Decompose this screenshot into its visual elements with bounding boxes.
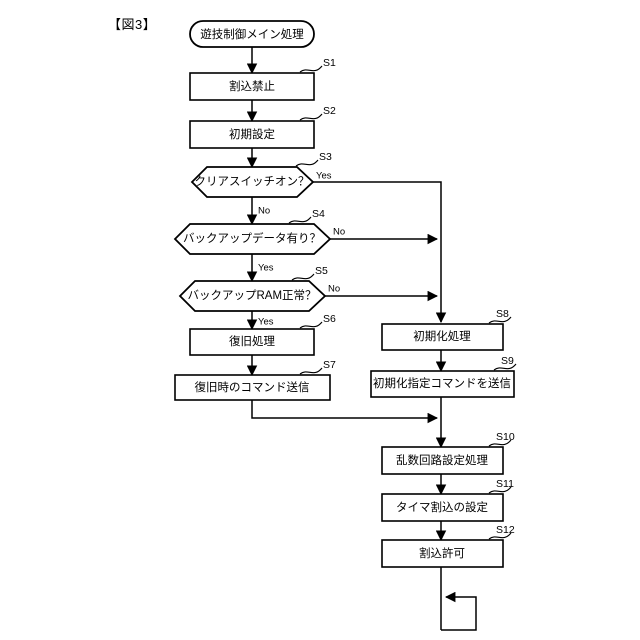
s8-leader-line [488,316,512,324]
s11-box-shape [381,493,504,522]
s11-box-label: タイマ割込の設定 [396,500,488,514]
s8-box-label: 初期化処理 [413,329,471,343]
s10-box-label: 乱数回路設定処理 [396,453,488,467]
s12-leader-line [488,532,512,540]
figure-number-label: 【図3】 [108,17,157,32]
s9-box-shape [370,370,515,398]
node-start[interactable]: 遊技制御メイン処理 [189,20,315,48]
branch-label-s4-yes: Yes [258,263,274,274]
s5-step-id: S5 [315,265,328,277]
node-s7[interactable]: 復旧時のコマンド送信 S7 [174,359,336,401]
s2-box-shape [189,120,315,149]
s3-decision-label: クリアスイッチオン？ [195,175,310,188]
s3-step-id: S3 [319,151,332,163]
s4-decision-label: バックアップデータ有り？ [183,231,321,245]
s8-box-shape [381,323,504,351]
branch-label-s5-no: No [328,284,340,295]
branch-label-layer: Yes No No Yes No Yes [258,171,345,328]
node-s9[interactable]: 初期化指定コマンドを送信 S9 [370,355,517,398]
s9-leader-line [493,363,517,371]
s5-decision-shape [178,280,327,312]
s10-step-id: S10 [496,431,515,443]
s4-step-id: S4 [312,208,325,220]
start-terminator-label: 遊技制御メイン処理 [200,27,304,41]
s2-leader-line [299,113,323,121]
branch-label-s4-no: No [333,227,345,238]
branch-label-s5-yes: Yes [258,317,274,328]
s6-box-shape [189,328,315,356]
s3-decision-shape [190,166,315,198]
node-s11[interactable]: タイマ割込の設定 S11 [381,478,514,522]
s6-box-label: 復旧処理 [229,334,275,348]
branch-label-s3-no: No [258,206,270,217]
s7-box-shape [174,374,331,401]
s9-box-label: 初期化指定コマンドを送信 [373,376,511,390]
s6-leader-line [299,321,323,329]
node-s5[interactable]: バックアップRAM正常？ S5 [178,265,328,312]
s1-box-label: 割込禁止 [229,79,275,93]
s2-step-id: S2 [323,105,336,117]
s1-leader-line [299,65,323,73]
s7-step-id: S7 [323,359,336,371]
s6-step-id: S6 [323,313,336,325]
s12-step-id: S12 [496,524,515,536]
branch-label-s3-yes: Yes [316,171,332,182]
node-s6[interactable]: 復旧処理 S6 [189,313,336,356]
s7-leader-line [299,367,323,375]
s4-decision-shape [173,223,332,255]
node-s8[interactable]: 初期化処理 S8 [381,308,512,351]
s4-leader-line [288,216,312,224]
edge-layer [246,47,477,631]
s1-step-id: S1 [323,57,336,69]
s9-step-id: S9 [501,355,514,367]
s2-box-label: 初期設定 [229,127,275,141]
s12-box-label: 割込許可 [419,546,465,560]
s5-leader-line [291,273,315,281]
edge-loop-back-to-trunk [441,591,477,631]
edge-s3-yes-to-s8 [313,181,447,324]
node-s3[interactable]: クリアスイッチオン？ S3 [190,151,332,198]
s12-box-shape [381,539,504,568]
s8-step-id: S8 [496,308,509,320]
s11-step-id: S11 [496,478,514,490]
node-s1[interactable]: 割込禁止 S1 [189,57,336,101]
node-s12[interactable]: 割込許可 S12 [381,524,515,568]
s3-leader-line [295,159,319,167]
s10-box-shape [381,446,504,475]
s10-leader-line [488,439,512,447]
node-s4[interactable]: バックアップデータ有り？ S4 [173,208,332,255]
s5-decision-label: バックアップRAM正常？ [187,289,316,302]
s11-leader-line [488,486,512,494]
start-terminator-shape [189,20,315,48]
node-s10[interactable]: 乱数回路設定処理 S10 [381,431,515,475]
edge-s7-to-trunk [251,400,439,424]
s7-box-label: 復旧時のコマンド送信 [195,380,310,394]
node-s2[interactable]: 初期設定 S2 [189,105,336,149]
s1-box-shape [189,72,315,101]
